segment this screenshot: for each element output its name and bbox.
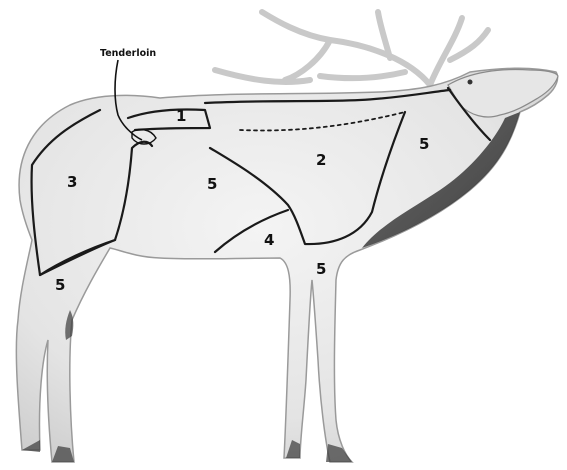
region-label-2: 2 <box>316 151 326 169</box>
region-label-5-hindshank: 5 <box>55 276 65 294</box>
region-label-4: 4 <box>264 231 274 249</box>
elk-body <box>16 68 557 462</box>
antlers <box>215 12 488 85</box>
region-label-5-body: 5 <box>207 175 217 193</box>
region-label-5-foreshank: 5 <box>316 260 326 278</box>
callout-label-tenderloin: Tenderloin <box>100 48 156 59</box>
region-label-5-neck: 5 <box>419 135 429 153</box>
eye-icon <box>468 80 473 85</box>
region-label-1: 1 <box>176 107 186 125</box>
region-label-3: 3 <box>67 173 77 191</box>
